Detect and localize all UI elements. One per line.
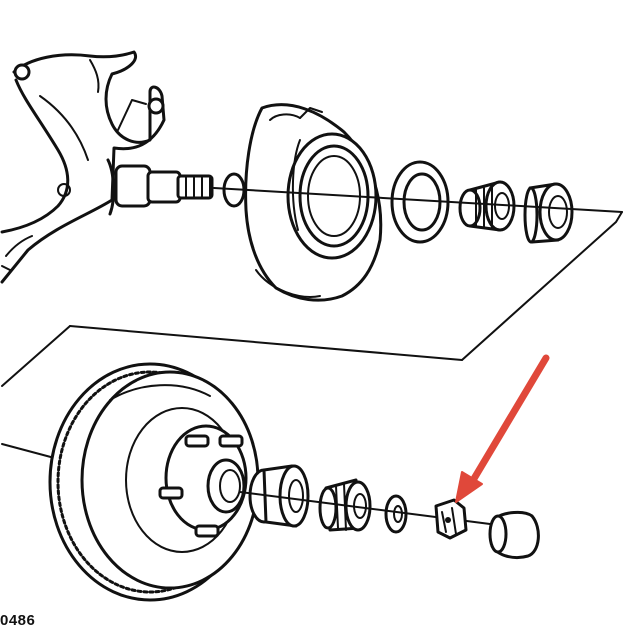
grease-seal [390, 160, 450, 244]
upper-axis-line [213, 187, 623, 213]
steering-knuckle [0, 50, 166, 284]
inner-bearing-race [523, 182, 574, 244]
knuckle-lower-hole [57, 183, 71, 197]
red-pointer-arrow [455, 354, 550, 503]
knuckle-upper-hole [147, 97, 165, 115]
spindle [106, 158, 214, 216]
dust-cap [488, 510, 540, 560]
figure-code-label: 0486 [0, 612, 36, 629]
inner-bearing [458, 180, 516, 232]
knuckle-bolt-hole [13, 63, 31, 81]
splash-shield [244, 103, 383, 302]
washer [384, 494, 408, 534]
wheel-hub [158, 424, 248, 538]
wheel-studs [158, 434, 244, 538]
castle-nut [434, 498, 468, 540]
